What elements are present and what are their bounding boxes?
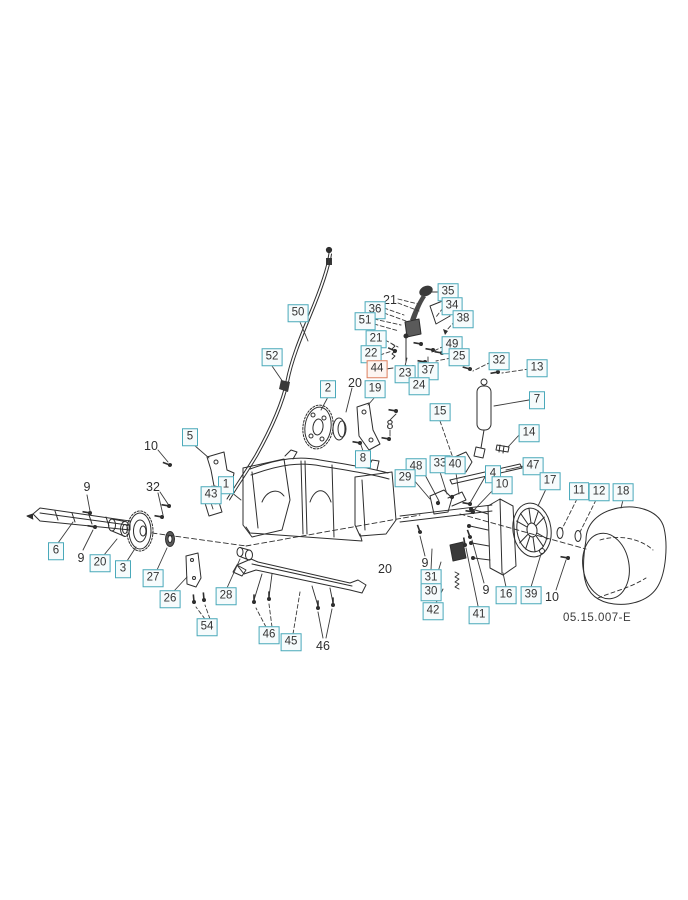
callout-2[interactable]: 2 — [320, 380, 336, 398]
damper — [461, 364, 501, 459]
callout-14[interactable]: 14 — [518, 424, 540, 442]
callout-28[interactable]: 28 — [215, 587, 237, 605]
main-frame — [236, 449, 493, 561]
callout-46[interactable]: 46 — [258, 626, 280, 644]
callout-10-plain: 10 — [144, 438, 158, 453]
callout-7[interactable]: 7 — [529, 391, 545, 409]
callout-41[interactable]: 41 — [468, 606, 490, 624]
callout-39[interactable]: 39 — [520, 586, 542, 604]
callout-52[interactable]: 52 — [261, 348, 283, 366]
callout-20-plain: 20 — [348, 375, 362, 390]
callout-43[interactable]: 43 — [200, 486, 222, 504]
callout-17[interactable]: 17 — [539, 472, 561, 490]
wheel-and-drum — [459, 498, 667, 605]
callout-19[interactable]: 19 — [364, 380, 386, 398]
callout-16[interactable]: 16 — [495, 586, 517, 604]
callout-12[interactable]: 12 — [588, 483, 610, 501]
callout-42[interactable]: 42 — [422, 602, 444, 620]
callout-24[interactable]: 24 — [408, 377, 430, 395]
skid-plate — [232, 558, 367, 611]
callout-3[interactable]: 3 — [115, 560, 131, 578]
gear-and-idler — [302, 402, 399, 451]
callout-21-plain: 21 — [383, 292, 397, 307]
callout-29[interactable]: 29 — [394, 469, 416, 487]
shift-lever-assembly — [386, 285, 451, 370]
callout-9-plain: 9 — [83, 479, 91, 494]
callout-11[interactable]: 11 — [569, 482, 589, 500]
callout-20[interactable]: 20 — [89, 554, 111, 572]
callout-32[interactable]: 32 — [488, 352, 510, 370]
callout-46-plain: 46 — [316, 638, 330, 653]
callout-25[interactable]: 25 — [448, 348, 470, 366]
callout-8-plain: 8 — [386, 417, 394, 432]
callout-54[interactable]: 54 — [196, 618, 218, 636]
callout-10[interactable]: 10 — [491, 476, 513, 494]
callout-45[interactable]: 45 — [280, 633, 302, 651]
callout-30[interactable]: 30 — [420, 583, 442, 601]
callout-38[interactable]: 38 — [452, 310, 474, 328]
callout-9-plain: 9 — [77, 550, 85, 565]
callout-10-plain: 10 — [545, 589, 559, 604]
callout-40[interactable]: 40 — [444, 456, 466, 474]
callout-32-plain: 32 — [146, 479, 160, 494]
callout-8[interactable]: 8 — [355, 450, 371, 468]
axle-group — [26, 451, 421, 605]
callout-18[interactable]: 18 — [612, 483, 634, 501]
callout-27[interactable]: 27 — [142, 569, 164, 587]
callout-15[interactable]: 15 — [429, 403, 451, 421]
callout-9-plain: 9 — [482, 582, 490, 597]
callout-26[interactable]: 26 — [159, 590, 181, 608]
callout-51[interactable]: 51 — [354, 312, 376, 330]
drawing-code: 05.15.007-E — [563, 612, 632, 624]
callout-1[interactable]: 1 — [218, 476, 234, 494]
leader-lines-dashed — [195, 298, 597, 635]
callout-9-plain: 9 — [421, 555, 429, 570]
callout-47[interactable]: 47 — [522, 457, 544, 475]
callout-13[interactable]: 13 — [526, 359, 548, 377]
callout-6[interactable]: 6 — [48, 542, 64, 560]
callout-5[interactable]: 5 — [182, 428, 198, 446]
callout-20-plain: 20 — [378, 561, 392, 576]
callout-44[interactable]: 44 — [366, 360, 388, 378]
callout-50[interactable]: 50 — [287, 304, 309, 322]
